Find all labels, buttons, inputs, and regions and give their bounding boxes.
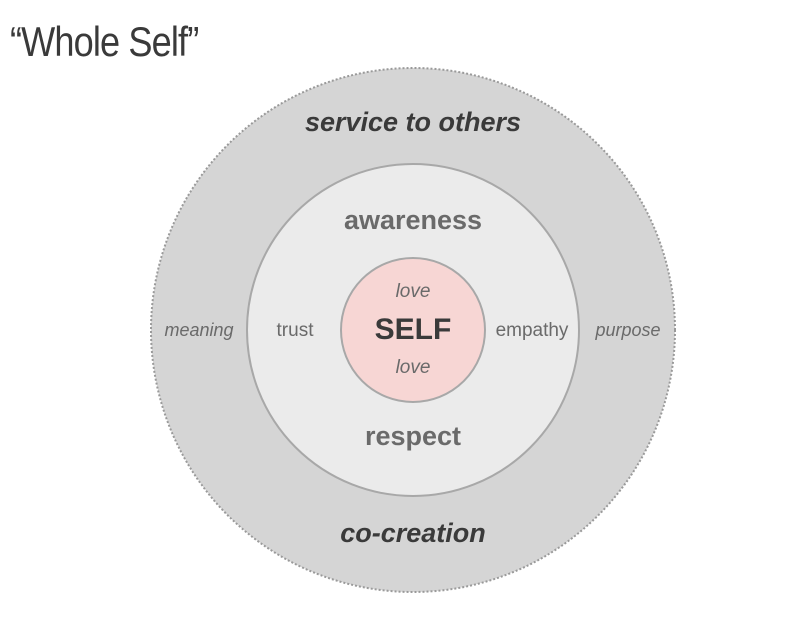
core-label-center: SELF bbox=[375, 313, 452, 346]
outer-label-bottom: co-creation bbox=[340, 518, 486, 548]
core-label-top: love bbox=[396, 281, 431, 302]
core-circle bbox=[340, 257, 486, 403]
middle-label-right: empathy bbox=[496, 320, 569, 341]
middle-label-bottom: respect bbox=[365, 421, 461, 451]
middle-label-left: trust bbox=[277, 320, 315, 341]
page-title: “Whole Self” bbox=[10, 18, 199, 65]
middle-label-top: awareness bbox=[344, 205, 482, 235]
outer-label-left: meaning bbox=[164, 320, 233, 340]
outer-label-right: purpose bbox=[594, 320, 660, 340]
outer-label-top: service to others bbox=[305, 107, 521, 137]
core-label-bottom: love bbox=[396, 357, 431, 378]
